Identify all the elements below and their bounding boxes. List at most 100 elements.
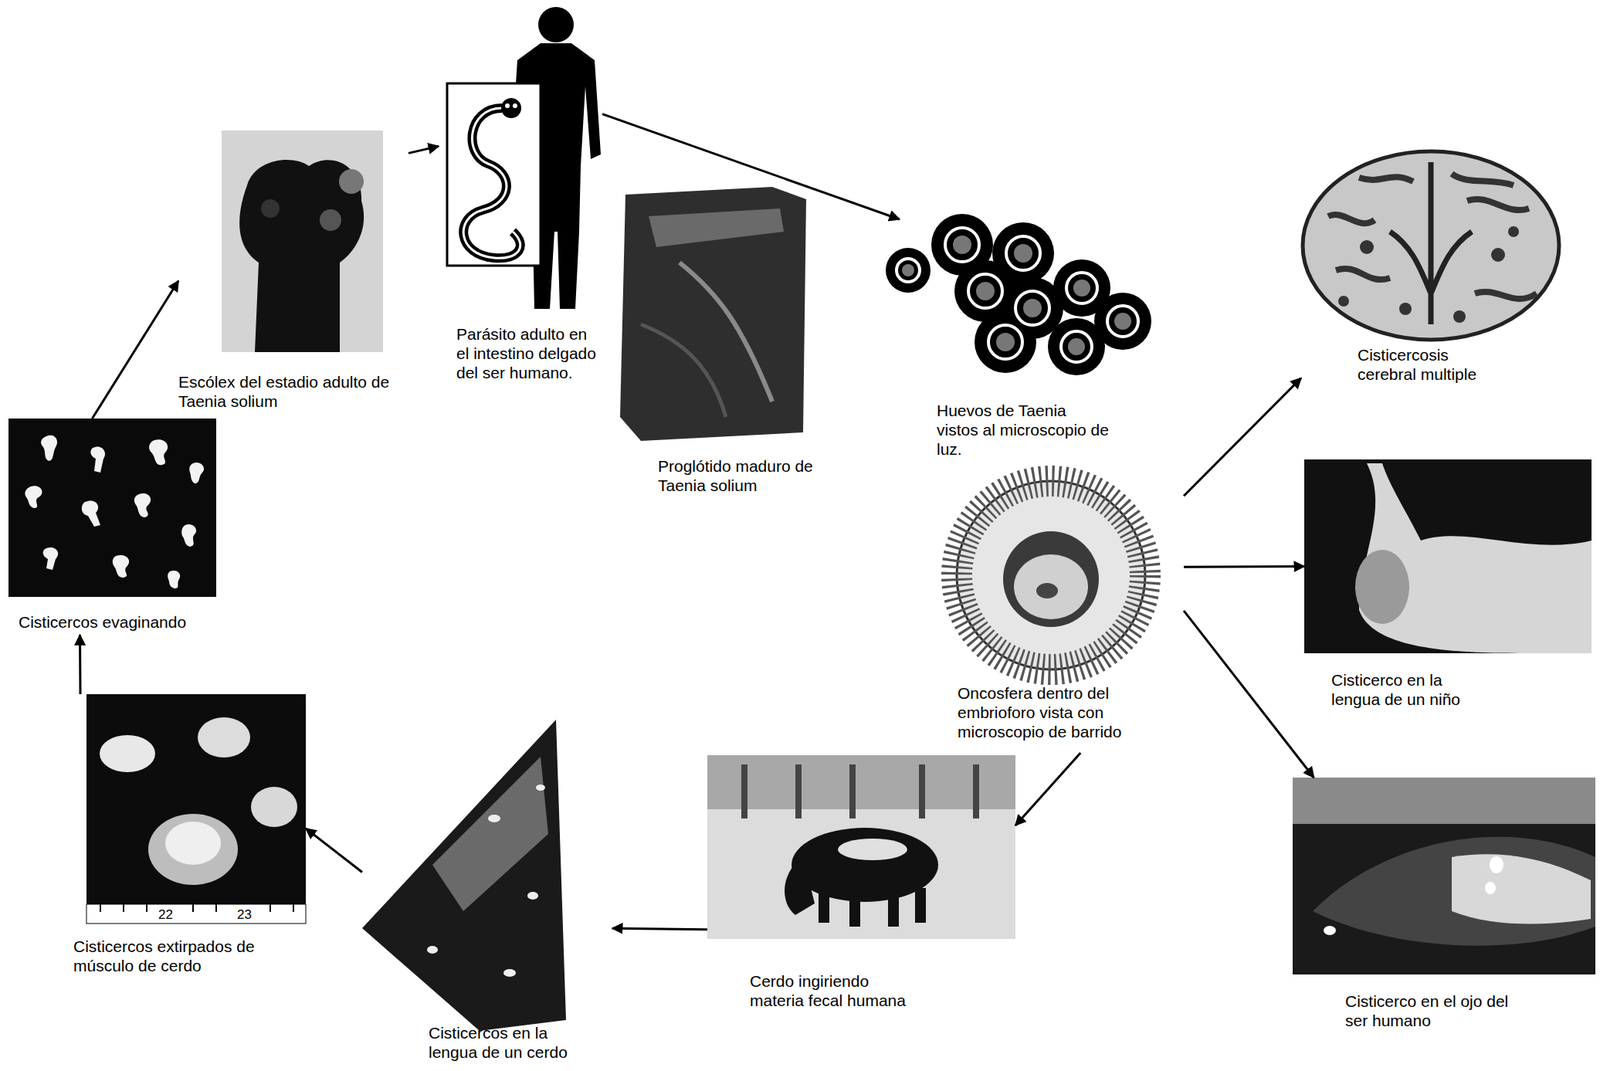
proglottid-photo	[679, 262, 773, 402]
evaginating-photo	[134, 493, 151, 518]
child-tongue-photo	[1304, 459, 1592, 654]
stage-panel: Cerdo ingiriendo materia fecal humana	[707, 755, 1016, 1016]
evaginating-photo	[167, 570, 180, 589]
human-silhouette	[501, 98, 522, 119]
brain-photo	[1508, 226, 1519, 238]
pig-photo	[784, 857, 815, 916]
pig-tongue-photo	[535, 784, 546, 791]
eggs-photo	[976, 281, 995, 301]
cycle-arrow	[1183, 610, 1314, 778]
pig-photo	[849, 891, 861, 927]
pig-tongue-photo	[503, 969, 516, 977]
stage-panel: Cisticercos extirpados de músculo de cer…	[73, 694, 306, 980]
brain-photo	[1302, 151, 1560, 340]
pig-photo	[888, 891, 899, 927]
stage-caption: Escólex del estadio adulto de Taenia sol…	[178, 372, 409, 411]
brain-photo	[1338, 295, 1350, 307]
cycle-arrow	[1183, 565, 1305, 569]
evaginating-photo	[24, 485, 42, 509]
brain-photo	[1453, 310, 1466, 323]
stage-panel: Cisticerco en el ojo del ser humano	[1292, 777, 1596, 1036]
pig-photo	[741, 764, 748, 819]
pig-photo	[915, 888, 926, 923]
oncosphere-photo	[1003, 531, 1099, 628]
stage-panel: Cisticercos en la lengua de un cerdo	[362, 714, 613, 1065]
scolex-photo	[221, 130, 384, 353]
ruler-number: 22	[158, 908, 173, 922]
pig-tongue-photo	[427, 945, 438, 954]
stage-caption: Cisticerco en el ojo del ser humano	[1345, 991, 1512, 1031]
eggs-photo	[1114, 312, 1132, 330]
proglottid-photo	[640, 324, 726, 417]
stage-caption: Cisticercos en la lengua de un cerdo	[428, 1023, 584, 1062]
cysticerci-photo	[215, 904, 217, 912]
eggs-photo	[885, 213, 1152, 376]
cysticerci-photo	[122, 904, 125, 912]
human-silhouette	[463, 108, 521, 258]
cysticerci-photo	[192, 904, 194, 912]
oncosphere-photo	[1036, 583, 1058, 599]
pig-photo	[918, 764, 926, 819]
stage-caption: Cisticercosis cerebral multiple	[1357, 345, 1501, 384]
brain-photo	[1338, 226, 1519, 323]
scolex-photo	[261, 199, 280, 218]
cysticerci-photo	[99, 904, 102, 912]
eggs-photo	[952, 235, 972, 255]
cysticerci-photo	[86, 694, 306, 924]
eggs-photo	[1047, 318, 1106, 376]
oncosphere-photo	[1013, 554, 1089, 620]
brain-photo	[1491, 247, 1506, 262]
eggs-photo	[896, 227, 1139, 363]
evaginating-photo	[149, 439, 168, 465]
evaginating-photo	[112, 555, 129, 578]
eye-photo	[1312, 837, 1596, 946]
stage-panel: Proglótido maduro de Taenia solium	[620, 183, 837, 501]
evaginating-photo	[81, 500, 101, 527]
evaginating-photo	[189, 462, 204, 484]
eggs-photo	[1107, 305, 1139, 337]
brain-photo	[1359, 240, 1374, 255]
brain-photo	[1328, 173, 1537, 299]
eggs-photo	[1023, 298, 1042, 318]
brain-photo	[1399, 302, 1412, 316]
eye-photo	[1292, 777, 1596, 975]
eggs-photo	[988, 325, 1023, 360]
pig-tongue-photo	[427, 784, 546, 977]
eggs-photo	[901, 235, 1132, 356]
cycle-arrow	[612, 928, 708, 930]
oncosphere-photo	[956, 481, 1146, 670]
eye-photo	[1292, 777, 1596, 824]
stage-panel: Cisticerco en la lengua de un niño	[1304, 459, 1592, 715]
eye-photo	[1323, 925, 1336, 936]
pig-photo	[741, 764, 980, 819]
eye-photo	[1484, 881, 1496, 895]
cysticerci-photo	[148, 813, 238, 885]
stage-caption: Cisticerco en la lengua de un niño	[1331, 670, 1486, 709]
eye-photo	[1451, 854, 1591, 924]
eggs-photo	[1067, 338, 1085, 356]
child-tongue-photo	[1355, 549, 1410, 624]
pig-tongue-photo	[488, 814, 501, 823]
cycle-arrow	[78, 634, 82, 695]
stage-caption: Cisticercos evaginando	[18, 612, 251, 632]
stage-caption: Oncosfera dentro del embrioforo vista co…	[957, 683, 1184, 743]
eggs-photo	[974, 311, 1037, 373]
pig-photo	[837, 838, 908, 861]
stage-caption: Cisticercos extirpados de músculo de cer…	[73, 936, 255, 976]
cycle-arrow	[602, 114, 900, 220]
human-silhouette	[447, 83, 541, 266]
pig-tongue-photo	[362, 719, 567, 1031]
evaginating-photo	[8, 418, 217, 597]
scolex-photo	[338, 169, 364, 194]
eggs-photo	[1061, 331, 1092, 363]
eye-photo	[1489, 856, 1504, 874]
stage-caption: Huevos de Taenia vistos al microscopio d…	[936, 400, 1111, 460]
stage-caption: Proglótido maduro de Taenia solium	[657, 456, 837, 495]
evaginating-photo	[8, 418, 217, 597]
ruler-number: 23	[237, 908, 252, 922]
cysticerci-photo	[250, 786, 298, 828]
cysticerci-photo	[269, 904, 272, 912]
human-silhouette	[512, 103, 518, 109]
proglottid-photo	[620, 186, 807, 441]
human-silhouette	[463, 108, 521, 258]
